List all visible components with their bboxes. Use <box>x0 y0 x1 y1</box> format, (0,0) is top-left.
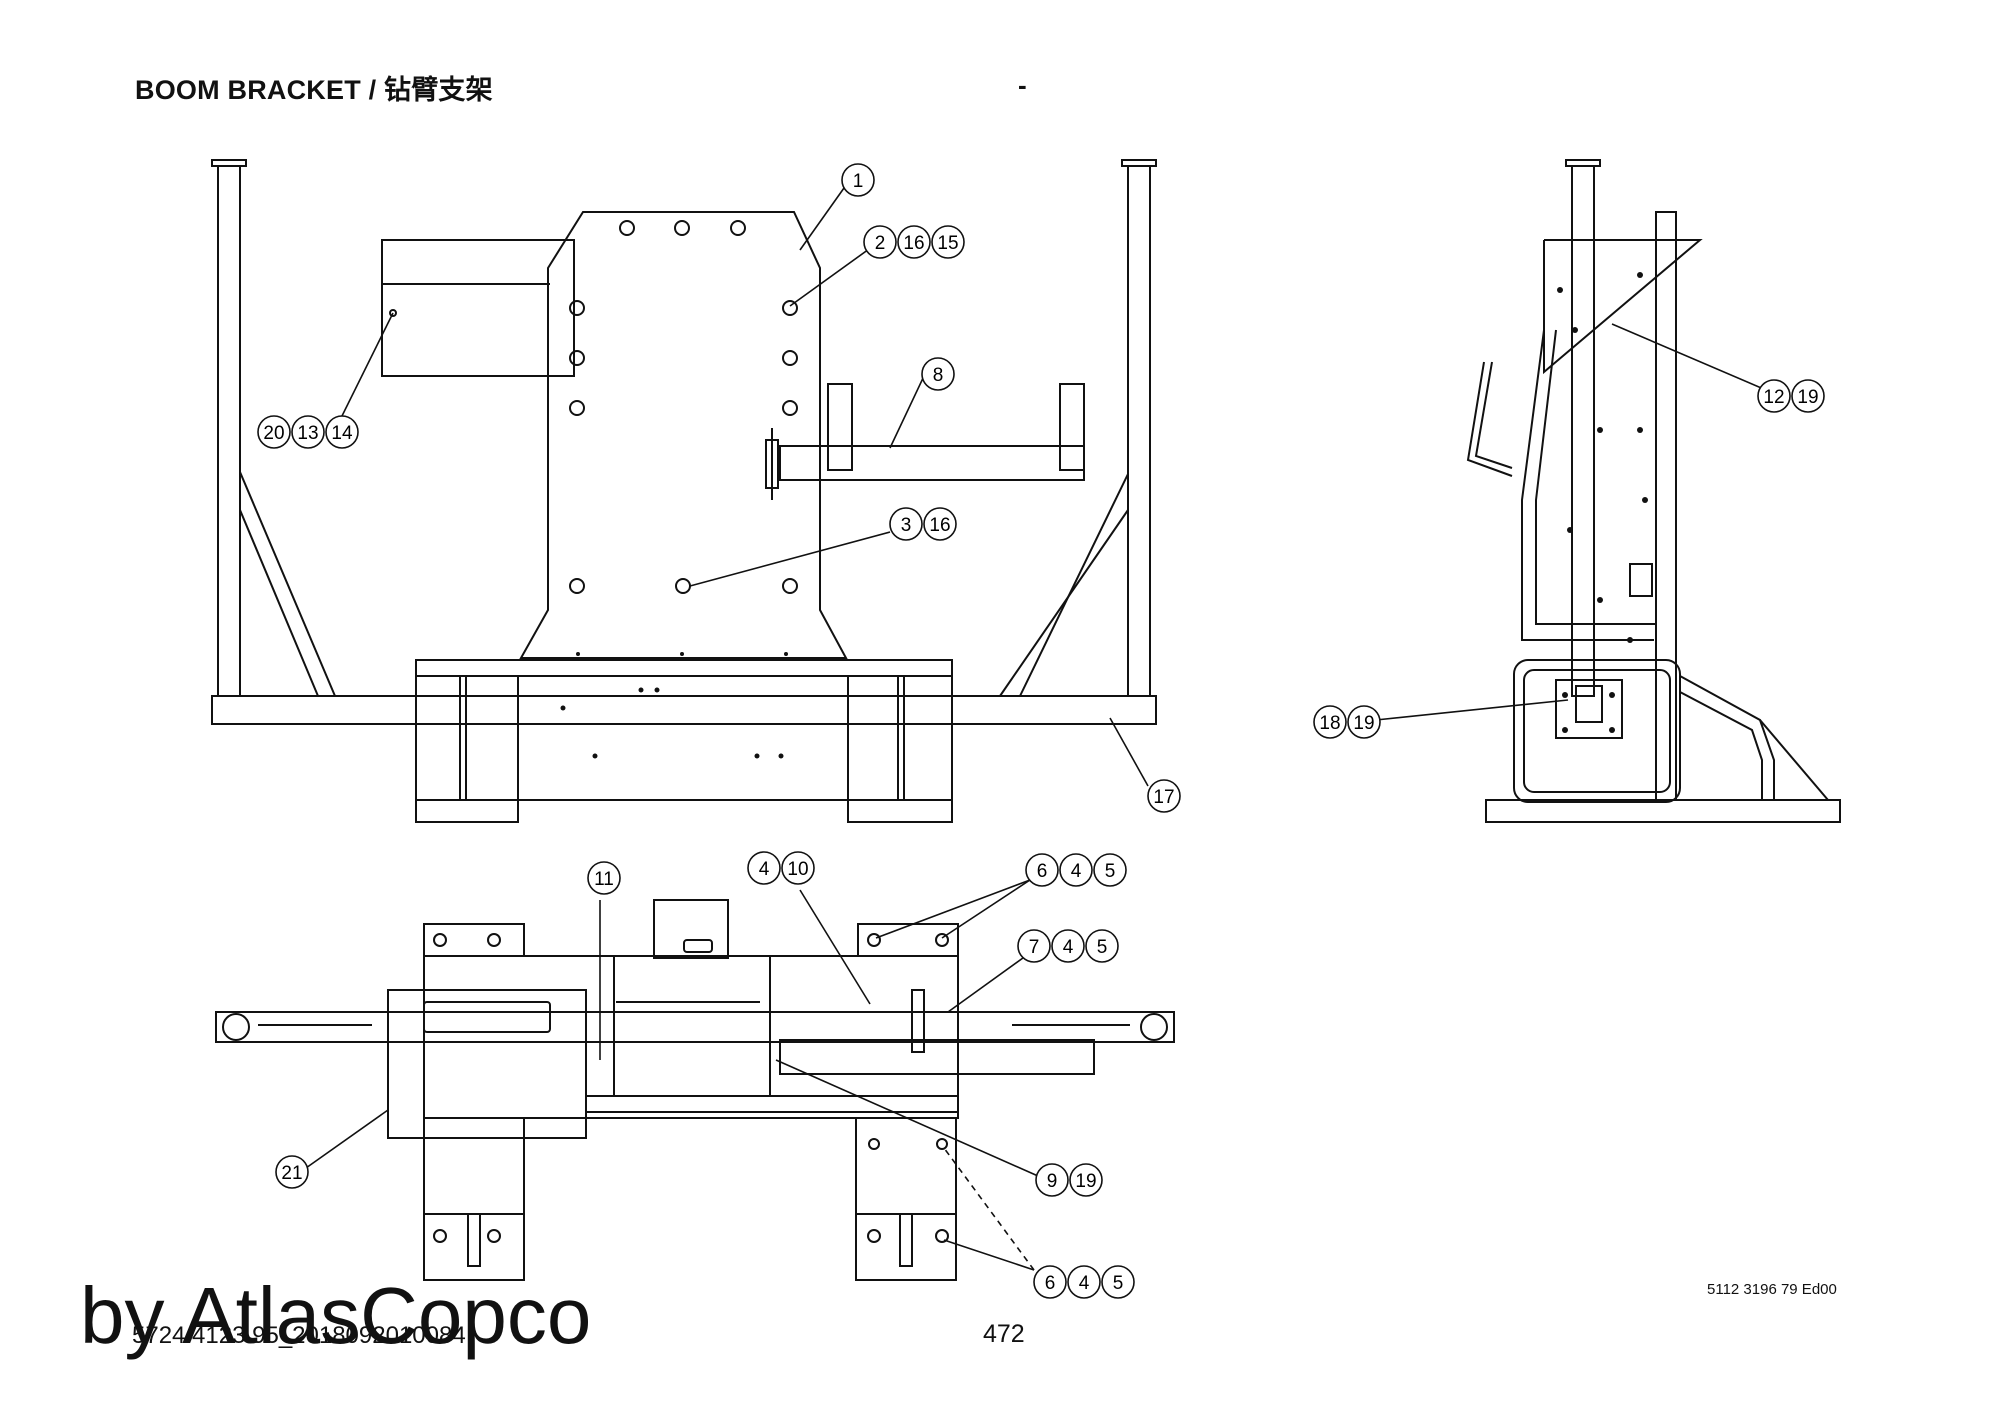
callout-12-label: 12 <box>1763 387 1784 408</box>
callout-3-16: 3 16 <box>889 507 957 541</box>
callout-6-4-5-bottom: 6 4 5 <box>1033 1265 1135 1299</box>
drawing-id: 5112 3196 79 Ed00 <box>1707 1281 1837 1298</box>
callout-2-label: 2 <box>875 233 886 254</box>
callout-15-label: 15 <box>937 233 958 254</box>
callout-1: 1 <box>841 163 875 197</box>
callout-8: 8 <box>921 357 955 391</box>
top-view <box>215 899 1175 1281</box>
callout-9-19: 9 19 <box>1035 1163 1103 1197</box>
callout-16b-label: 16 <box>929 515 950 536</box>
callout-7-label: 7 <box>1029 937 1040 958</box>
callout-21: 21 <box>275 1155 309 1189</box>
callout-6a-label: 6 <box>1037 861 1048 882</box>
page-number: 472 <box>983 1320 1025 1348</box>
callout-2-16-15: 2 16 15 <box>863 225 965 259</box>
callout-18-19: 18 19 <box>1313 705 1381 739</box>
callout-17-label: 17 <box>1153 787 1174 808</box>
callout-4c-label: 4 <box>1063 937 1074 958</box>
watermark: by AtlasCopco <box>80 1271 592 1360</box>
callout-21-label: 21 <box>281 1163 302 1184</box>
callout-19a-label: 19 <box>1797 387 1818 408</box>
callout-1-label: 1 <box>853 171 864 192</box>
document-reference: 5724 4123 95_2018092010084 <box>132 1322 466 1349</box>
callout-5c-label: 5 <box>1113 1273 1124 1294</box>
callout-11-label: 11 <box>594 869 614 890</box>
page-dash: - <box>1018 70 1027 100</box>
callout-11: 11 <box>587 861 621 895</box>
callout-20-label: 20 <box>263 423 284 444</box>
callout-6-4-5-top: 6 4 5 <box>1025 853 1127 887</box>
callout-5a-label: 5 <box>1105 861 1116 882</box>
callout-9-label: 9 <box>1047 1171 1058 1192</box>
callout-4a-label: 4 <box>759 859 770 880</box>
leader-lines <box>305 187 1781 1271</box>
front-view <box>211 159 1157 823</box>
callout-18-label: 18 <box>1319 713 1340 734</box>
callout-17: 17 <box>1147 779 1181 813</box>
side-view <box>1466 159 1841 823</box>
callout-4b-label: 4 <box>1071 861 1082 882</box>
callout-19c-label: 19 <box>1075 1171 1096 1192</box>
callout-20-13-14: 20 13 14 <box>257 415 359 449</box>
callout-7-4-5: 7 4 5 <box>1017 929 1119 963</box>
callout-5b-label: 5 <box>1097 937 1108 958</box>
page-title: BOOM BRACKET / 钻臂支架 <box>135 75 493 105</box>
callout-16-label: 16 <box>903 233 924 254</box>
callout-6b-label: 6 <box>1045 1273 1056 1294</box>
callout-12-19: 12 19 <box>1757 379 1825 413</box>
callout-10-label: 10 <box>787 859 808 880</box>
callout-13-label: 13 <box>297 423 318 444</box>
callout-14-label: 14 <box>331 423 353 444</box>
callout-4d-label: 4 <box>1079 1273 1090 1294</box>
callout-8-label: 8 <box>933 365 944 386</box>
callout-3-label: 3 <box>901 515 912 536</box>
callout-19b-label: 19 <box>1353 713 1374 734</box>
callout-4-10: 4 10 <box>747 851 815 885</box>
